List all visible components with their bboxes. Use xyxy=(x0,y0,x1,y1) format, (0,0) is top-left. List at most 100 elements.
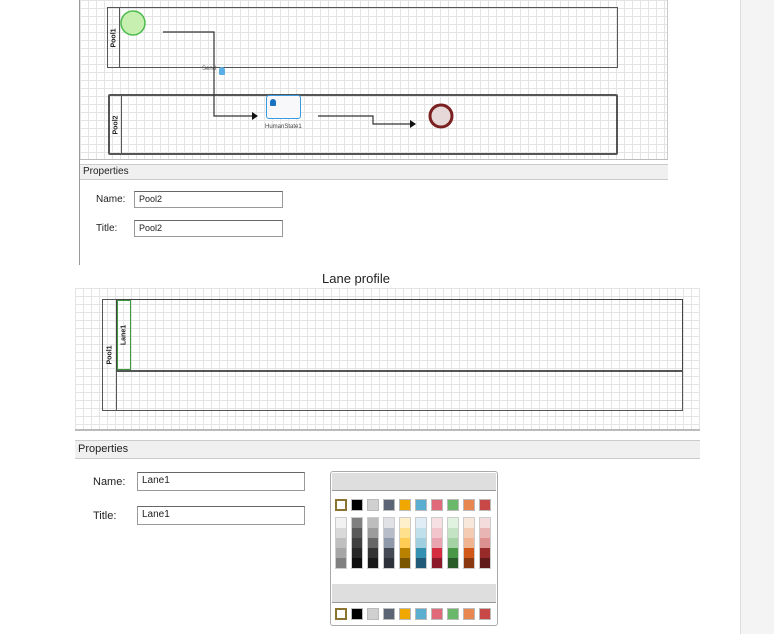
shade-color-swatch[interactable] xyxy=(416,528,426,538)
shade-color-swatch[interactable] xyxy=(416,548,426,558)
shade-color-swatch[interactable] xyxy=(400,538,410,548)
shade-color-swatch[interactable] xyxy=(384,528,394,538)
shade-color-swatch[interactable] xyxy=(352,528,362,538)
shade-color-swatch[interactable] xyxy=(464,558,474,568)
shade-color-swatch[interactable] xyxy=(448,518,458,528)
recent-color-swatch[interactable] xyxy=(335,608,347,620)
base-color-swatch[interactable] xyxy=(367,499,379,511)
name-input[interactable]: Lane1 xyxy=(137,472,305,491)
recent-color-swatch[interactable] xyxy=(367,608,379,620)
shade-color-swatch[interactable] xyxy=(336,538,346,548)
shade-color-swatch[interactable] xyxy=(336,558,346,568)
shade-column xyxy=(479,517,491,569)
shade-color-swatch[interactable] xyxy=(352,518,362,528)
recent-color-swatch[interactable] xyxy=(415,608,427,620)
title-label: Title: xyxy=(93,510,117,522)
lane1-shape[interactable]: Lane1 xyxy=(116,299,683,372)
recent-color-swatch[interactable] xyxy=(447,608,459,620)
shade-color-swatch[interactable] xyxy=(448,558,458,568)
shade-color-swatch[interactable] xyxy=(448,528,458,538)
color-palette-popup xyxy=(330,471,498,626)
shade-color-swatch[interactable] xyxy=(368,548,378,558)
shade-color-swatch[interactable] xyxy=(480,558,490,568)
shade-color-swatch[interactable] xyxy=(336,528,346,538)
recent-color-swatch[interactable] xyxy=(463,608,475,620)
base-color-swatch[interactable] xyxy=(431,499,443,511)
shade-column xyxy=(335,517,347,569)
shade-color-swatch[interactable] xyxy=(432,548,442,558)
shade-color-swatch[interactable] xyxy=(464,538,474,548)
recent-color-swatch[interactable] xyxy=(399,608,411,620)
shade-column xyxy=(447,517,459,569)
shade-column xyxy=(431,517,443,569)
top-properties-header: Properties xyxy=(80,164,668,180)
name-input[interactable]: Pool2 xyxy=(134,191,283,208)
shade-color-swatch[interactable] xyxy=(448,548,458,558)
shade-color-swatch[interactable] xyxy=(400,548,410,558)
shade-color-swatch[interactable] xyxy=(432,538,442,548)
shade-color-swatch[interactable] xyxy=(416,518,426,528)
title-input[interactable]: Pool2 xyxy=(134,220,283,237)
shade-color-swatch[interactable] xyxy=(480,548,490,558)
shade-column xyxy=(351,517,363,569)
shade-color-swatch[interactable] xyxy=(352,548,362,558)
shade-column xyxy=(415,517,427,569)
shade-color-swatch[interactable] xyxy=(368,538,378,548)
shade-color-swatch[interactable] xyxy=(336,518,346,528)
shade-color-swatch[interactable] xyxy=(400,518,410,528)
shade-color-swatch[interactable] xyxy=(432,518,442,528)
base-color-swatch[interactable] xyxy=(383,499,395,511)
recent-color-swatch[interactable] xyxy=(351,608,363,620)
base-color-swatch[interactable] xyxy=(399,499,411,511)
bottom-diagram-canvas[interactable] xyxy=(75,288,700,431)
start-event xyxy=(120,10,146,36)
shade-color-swatch[interactable] xyxy=(480,528,490,538)
name-label: Name: xyxy=(93,476,126,488)
shade-color-swatch[interactable] xyxy=(464,518,474,528)
shade-color-swatch[interactable] xyxy=(352,558,362,568)
base-color-swatch[interactable] xyxy=(447,499,459,511)
shade-color-swatch[interactable] xyxy=(384,518,394,528)
base-color-swatch[interactable] xyxy=(415,499,427,511)
user-icon xyxy=(219,67,225,75)
title-input[interactable]: Lane1 xyxy=(137,506,305,525)
sequence-flow-2 xyxy=(318,115,410,125)
shade-color-swatch[interactable] xyxy=(448,538,458,548)
base-color-swatch[interactable] xyxy=(479,499,491,511)
right-scroll-gutter[interactable] xyxy=(740,0,774,634)
shade-color-swatch[interactable] xyxy=(464,528,474,538)
shade-color-swatch[interactable] xyxy=(384,558,394,568)
shade-column xyxy=(463,517,475,569)
shade-color-swatch[interactable] xyxy=(480,518,490,528)
shade-color-swatch[interactable] xyxy=(352,538,362,548)
shade-color-swatch[interactable] xyxy=(368,518,378,528)
shade-color-swatch[interactable] xyxy=(400,528,410,538)
shade-color-swatch[interactable] xyxy=(384,538,394,548)
shade-color-swatch[interactable] xyxy=(416,538,426,548)
top-diagram-canvas[interactable] xyxy=(80,0,668,160)
shade-color-swatch[interactable] xyxy=(368,558,378,568)
shade-color-swatch[interactable] xyxy=(368,528,378,538)
shade-color-swatch[interactable] xyxy=(432,528,442,538)
shade-color-swatch[interactable] xyxy=(432,558,442,568)
recent-color-swatch[interactable] xyxy=(383,608,395,620)
human-task[interactable] xyxy=(266,95,301,119)
flow-connectors xyxy=(120,10,454,129)
shade-color-swatch[interactable] xyxy=(400,558,410,568)
shade-color-swatch[interactable] xyxy=(416,558,426,568)
bottom-properties-header: Properties xyxy=(75,440,700,459)
recent-color-swatch[interactable] xyxy=(431,608,443,620)
shade-color-swatch[interactable] xyxy=(336,548,346,558)
base-color-swatch[interactable] xyxy=(463,499,475,511)
shade-color-swatch[interactable] xyxy=(480,538,490,548)
base-color-swatch[interactable] xyxy=(335,499,347,511)
base-color-swatch[interactable] xyxy=(351,499,363,511)
pool1-shape[interactable]: Pool1 xyxy=(107,7,618,68)
recent-color-swatch[interactable] xyxy=(479,608,491,620)
human-task-label: HumanState1 xyxy=(265,124,302,130)
sequence-flow-1 xyxy=(163,31,252,117)
shade-color-swatch[interactable] xyxy=(464,548,474,558)
pool2-shape[interactable]: Pool2 xyxy=(108,94,618,155)
shade-color-swatch[interactable] xyxy=(384,548,394,558)
palette-recent-header xyxy=(332,584,496,603)
